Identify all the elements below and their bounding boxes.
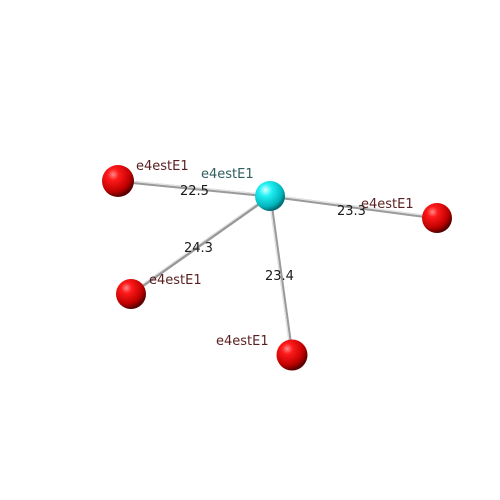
distance-label-bottom: 23.4 [265,269,294,284]
distance-labels: 22.5 23.3 24.3 23.4 [180,184,366,284]
atom-labels: e4estE1 e4estE1 e4estE1 e4estE1 e4estE1 [136,159,414,349]
bond-bottom-highlight [268,195,292,356]
bond-right-highlight [269,194,438,218]
atom-lower-left[interactable] [116,279,146,309]
bond-lower-left [129,194,272,296]
atom-bottom[interactable] [276,339,308,371]
atom-bottom-label: e4estE1 [216,334,269,349]
atom-left[interactable] [102,165,134,197]
bonds [116,179,439,357]
atoms [102,165,452,371]
bond-bottom [268,194,294,357]
bond-left [116,179,272,198]
distance-label-right: 23.3 [337,204,366,219]
atom-center[interactable] [255,181,285,211]
bond-left-highlight [117,179,271,196]
atom-right-label: e4estE1 [361,197,414,212]
atom-center-label: e4estE1 [201,167,254,182]
atom-right[interactable] [422,203,452,233]
distance-label-left: 22.5 [180,184,209,199]
atom-left-label: e4estE1 [136,159,189,174]
distance-label-lower-left: 24.3 [184,241,213,256]
bond-lower-left-highlight [129,194,270,294]
bond-right [268,194,439,220]
atom-lower-left-label: e4estE1 [149,273,202,288]
